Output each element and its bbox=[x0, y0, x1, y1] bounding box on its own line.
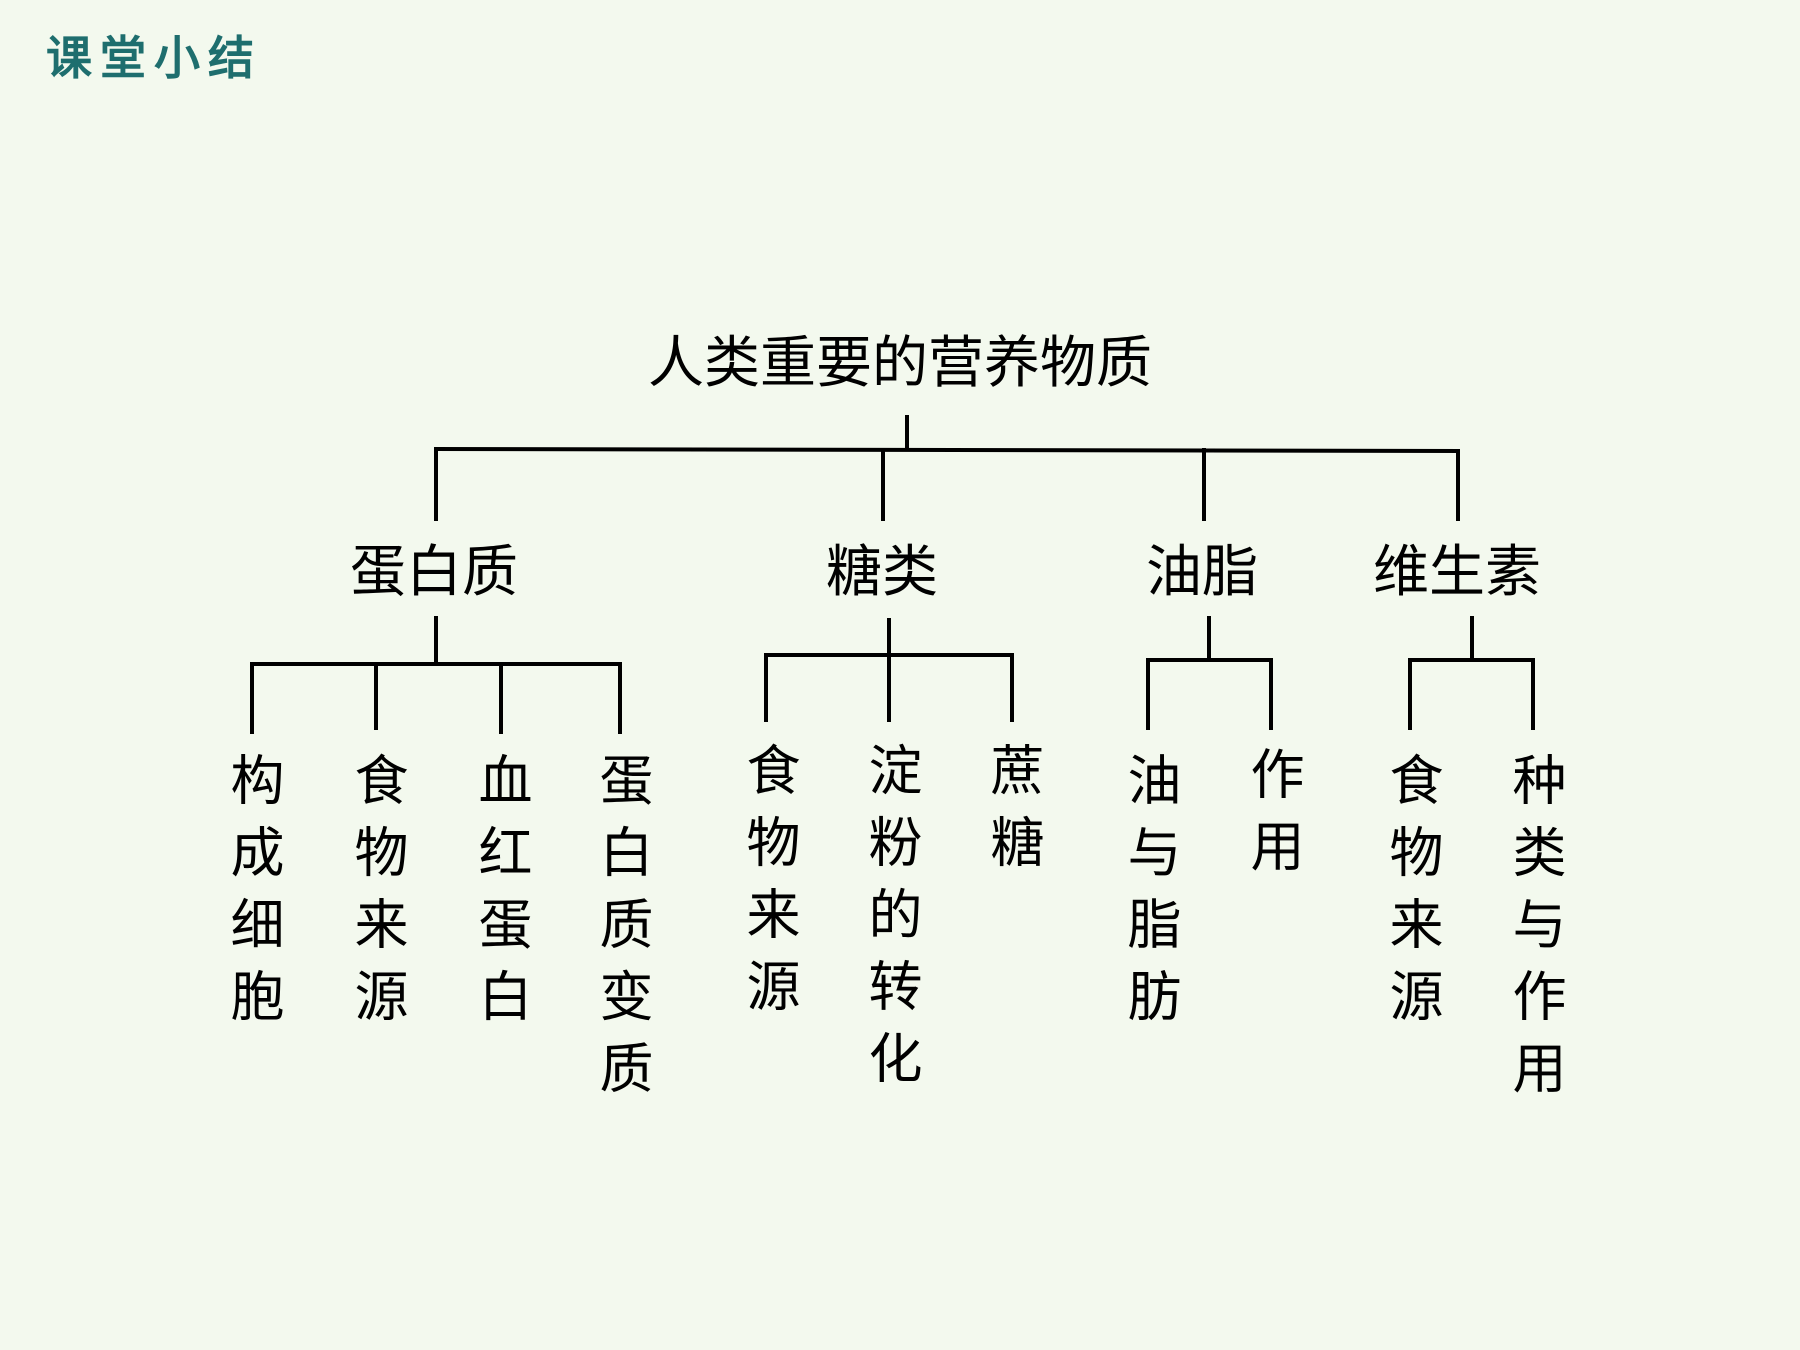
leaf-protein-denaturation: 蛋白质变质 bbox=[590, 752, 653, 1112]
leaf-fat-oil-and-fat: 油与脂肪 bbox=[1118, 752, 1181, 1040]
category-fat: 油脂 bbox=[1146, 540, 1258, 605]
leaf-sugar-food-source: 食物来源 bbox=[737, 742, 800, 1030]
leaf-protein-hemoglobin: 血红蛋白 bbox=[469, 752, 532, 1040]
leaf-sugar-starch-conversion: 淀粉的转化 bbox=[859, 742, 922, 1102]
leaf-protein-food-source: 食物来源 bbox=[345, 752, 408, 1040]
leaf-protein-cell-building: 构成细胞 bbox=[221, 752, 284, 1040]
leaf-sugar-sucrose: 蔗糖 bbox=[981, 742, 1044, 886]
root-node: 人类重要的营养物质 bbox=[648, 331, 1152, 396]
section-title: 课堂小结 bbox=[46, 31, 262, 85]
level1-bar bbox=[433, 446, 1461, 454]
leaf-fat-function: 作用 bbox=[1241, 746, 1304, 890]
leaf-vitamin-food-source: 食物来源 bbox=[1380, 752, 1443, 1040]
leaf-vitamin-types-functions: 种类与作用 bbox=[1503, 752, 1566, 1112]
category-sugar: 糖类 bbox=[826, 540, 938, 605]
category-vitamin: 维生素 bbox=[1373, 540, 1541, 605]
category-protein: 蛋白质 bbox=[350, 540, 518, 605]
